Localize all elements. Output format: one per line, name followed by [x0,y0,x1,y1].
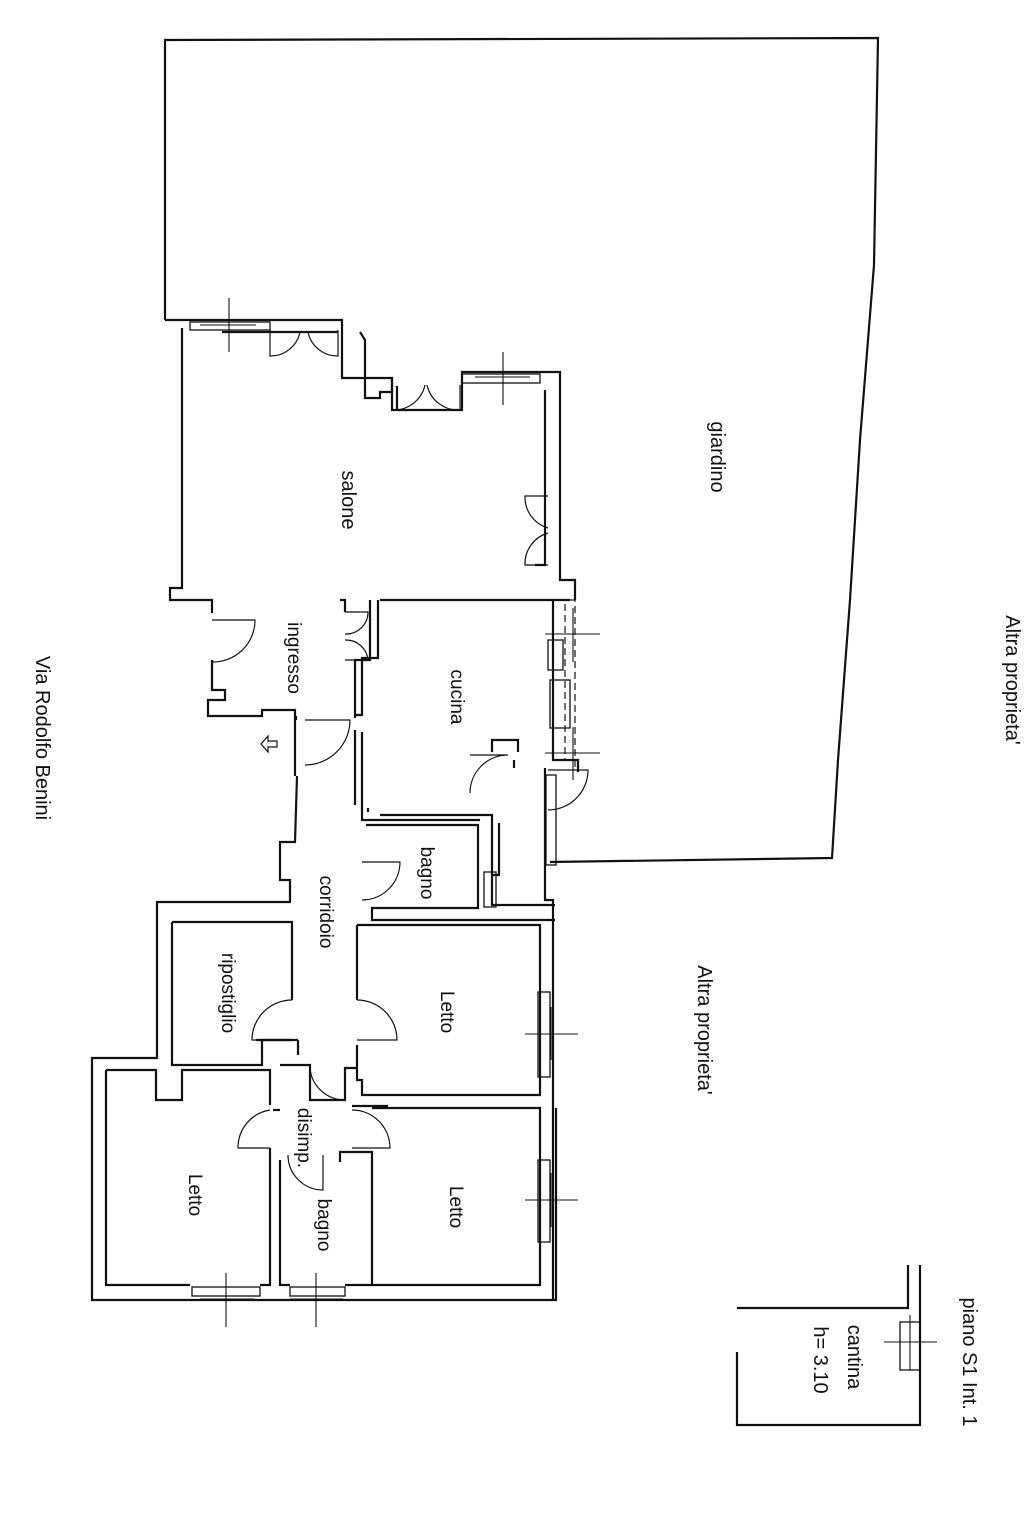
label-bagno-1: bagno [416,847,437,900]
label-bagno-2: bagno [313,1199,334,1252]
label-height: h= 3.10 [809,1326,831,1393]
label-salone: salone [337,471,359,530]
entrance-arrow-icon [260,734,278,754]
label-floor: piano S1 Int. 1 [958,1298,980,1427]
label-altra-proprieta-1: Altra proprieta' [1001,615,1023,744]
label-altra-proprieta-2: Altra proprieta' [693,965,715,1094]
label-cucina: cucina [446,670,467,725]
label-letto-2: Letto [184,1174,205,1216]
cantina-plan [735,1265,922,1427]
label-letto-1: Letto [436,991,457,1033]
label-cantina: cantina [843,1325,865,1390]
label-giardino: giardino [706,421,728,492]
label-letto-3: Letto [445,1186,466,1228]
label-disimp: disimp. [293,1108,314,1168]
exterior-walls [90,318,580,1302]
veranda-glazing [549,599,576,768]
label-street: Via Rodolfo Benini [31,656,53,820]
interior-walls [104,598,570,1287]
label-ripostiglio: ripostiglio [217,953,238,1033]
label-ingresso: ingresso [283,622,304,694]
label-corridoio: corridoio [315,876,336,949]
garden-boundary [163,36,880,864]
section-markers [200,298,937,1370]
openings [189,321,589,1297]
